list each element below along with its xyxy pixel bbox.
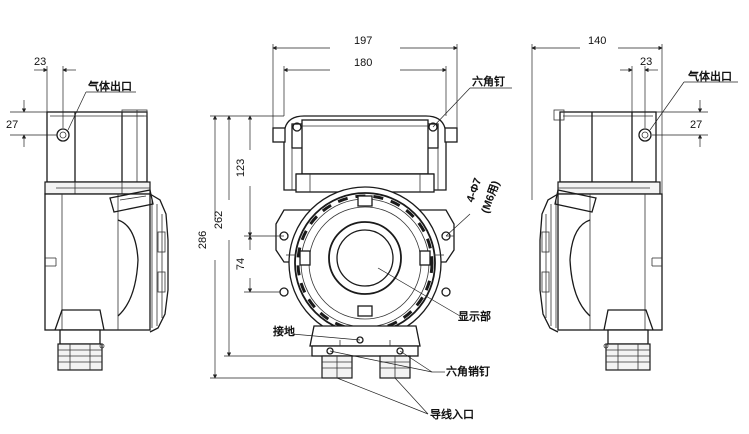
dim-286: 286 — [197, 231, 209, 249]
right-offset-23: 23 — [640, 56, 652, 68]
dim-197: 197 — [354, 35, 372, 47]
right-height-27: 27 — [690, 119, 702, 131]
dim-180: 180 — [354, 57, 372, 69]
display-label: 显示部 — [458, 309, 491, 323]
dim-123: 123 — [235, 159, 247, 177]
hex-screw-label: 六角钉 — [472, 74, 505, 88]
hex-pin-label: 六角销钉 — [446, 364, 490, 378]
front-dimensions: 197 180 286 262 123 74 — [197, 35, 458, 379]
right-side-view — [539, 109, 663, 371]
left-dimensions: 23 27 气体出口 — [6, 56, 136, 147]
right-dimensions: 140 23 27 气体出口 — [531, 35, 738, 200]
dim-74: 74 — [235, 258, 247, 270]
left-offset-23: 23 — [34, 56, 46, 68]
left-side-view — [44, 109, 169, 371]
ground-label: 接地 — [273, 324, 295, 338]
hole-spec-label: 4-Φ7 — [465, 176, 485, 204]
cable-entry-label: 导线入口 — [430, 407, 474, 421]
gas-outlet-label-left: 气体出口 — [87, 79, 132, 93]
gas-outlet-label-right: 气体出口 — [687, 69, 732, 83]
front-view — [272, 115, 458, 379]
left-height-27: 27 — [6, 119, 18, 131]
dim-140: 140 — [588, 35, 606, 47]
dim-262: 262 — [213, 211, 225, 229]
